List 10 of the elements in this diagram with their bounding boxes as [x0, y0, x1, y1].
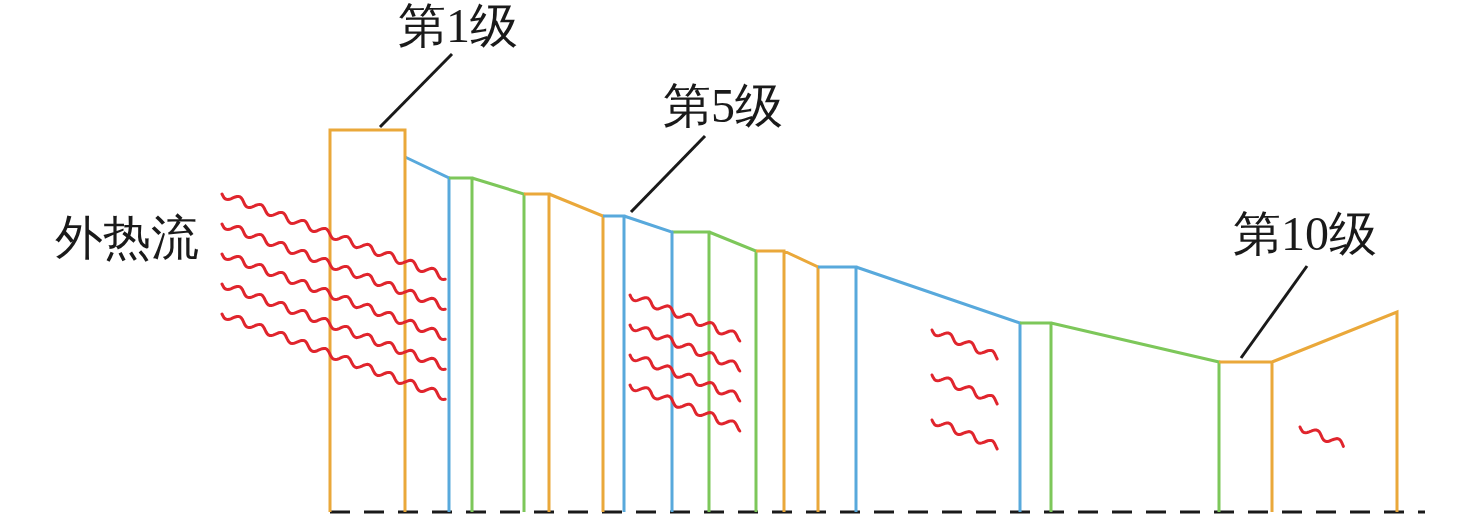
stage-label: 第5级 — [663, 82, 783, 130]
stage-outline — [601, 214, 674, 514]
leader-line — [1239, 265, 1309, 359]
stage-outline — [328, 128, 407, 512]
stage-label: 第1级 — [398, 2, 518, 50]
leader-line — [629, 134, 707, 214]
leader-line — [378, 52, 454, 129]
stage-label: 第10级 — [1233, 210, 1377, 258]
heat-flow-label: 外热流 — [55, 214, 199, 262]
stage-outline — [1217, 309, 1399, 514]
